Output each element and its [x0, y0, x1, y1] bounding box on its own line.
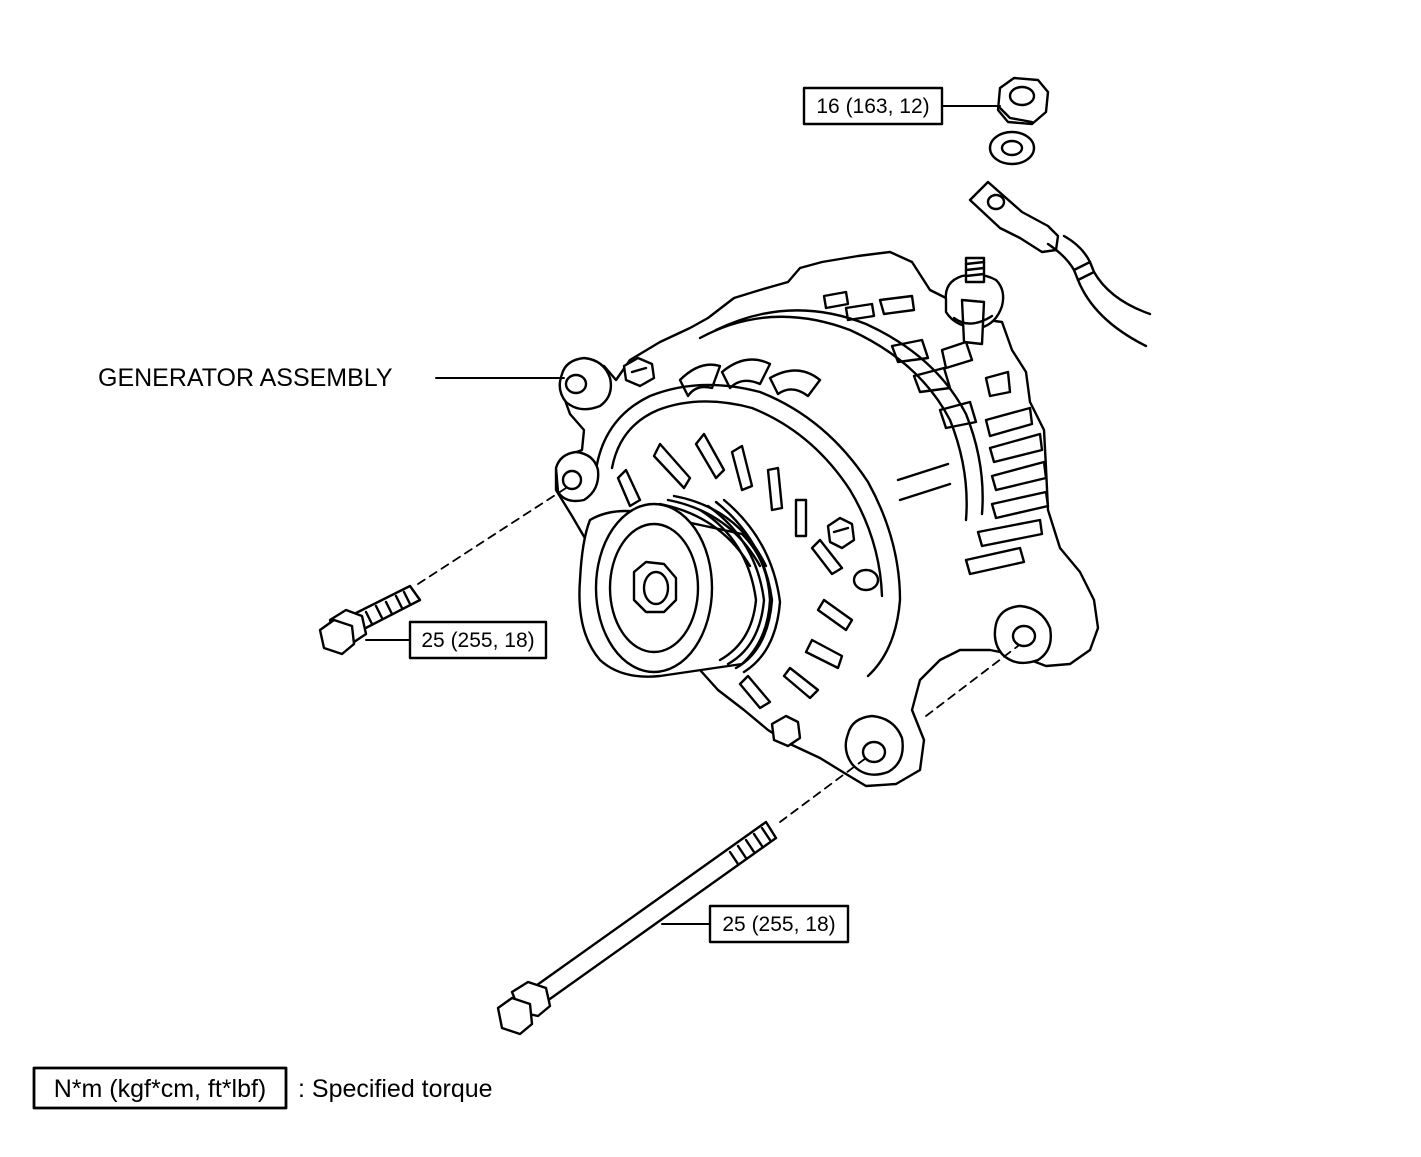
torque-legend: N*m (kgf*cm, ft*lbf) : Specified torque — [32, 1066, 493, 1110]
alignment-lines — [417, 487, 1019, 823]
long-mounting-bolt — [496, 820, 778, 1036]
terminal-post — [944, 256, 1005, 346]
terminal-nut — [996, 76, 1050, 126]
torque-value-terminal-nut: 16 (163, 12) — [816, 95, 929, 118]
generator-assembly — [554, 250, 1100, 788]
upper-mounting-bolt — [318, 584, 422, 656]
torque-value-upper-bolt: 25 (255, 18) — [421, 629, 534, 652]
torque-callout-upper-bolt: 25 (255, 18) — [408, 620, 548, 660]
torque-callout-terminal-nut: 16 (163, 12) — [802, 86, 944, 126]
battery-cable — [968, 180, 1152, 348]
leader-lines — [365, 105, 1001, 925]
generator-assembly-label: GENERATOR ASSEMBLY — [98, 364, 393, 392]
legend-description: : Specified torque — [298, 1075, 493, 1103]
legend-units-box: N*m (kgf*cm, ft*lbf) — [54, 1075, 267, 1103]
torque-value-lower-bolt: 25 (255, 18) — [722, 913, 835, 936]
washer — [988, 130, 1036, 166]
pulley — [578, 494, 782, 678]
torque-callout-lower-bolt: 25 (255, 18) — [708, 904, 850, 944]
